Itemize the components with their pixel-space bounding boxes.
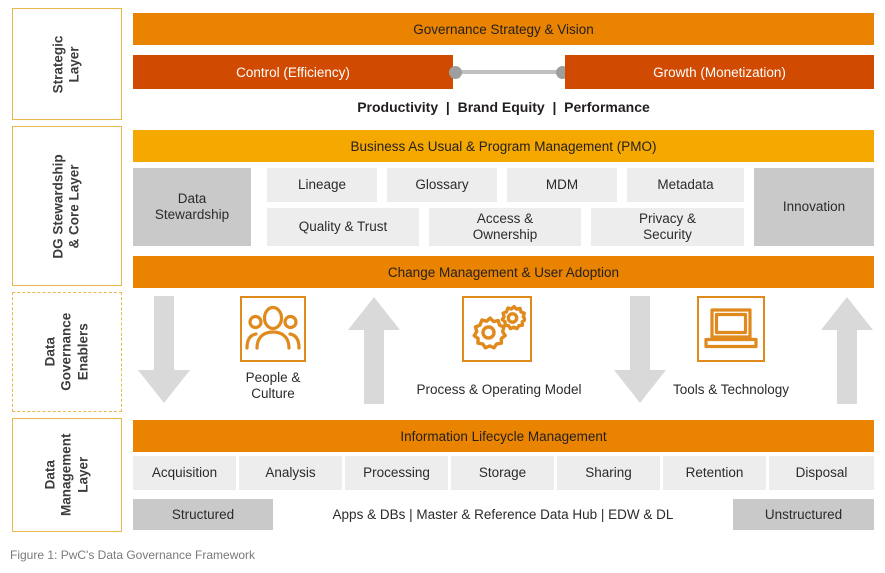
- layer-label-management: Data Management Layer: [42, 433, 91, 517]
- connector-dot-left: [449, 66, 462, 79]
- change-management-bar[interactable]: Change Management & User Adoption: [133, 256, 874, 288]
- control-growth-connector: [449, 55, 569, 89]
- stage-analysis[interactable]: Analysis: [239, 456, 342, 490]
- pmo-bar[interactable]: Business As Usual & Program Management (…: [133, 130, 874, 162]
- arrow-down-1: [137, 296, 191, 404]
- tile-quality-trust[interactable]: Quality & Trust: [267, 208, 419, 246]
- arrow-up-2: [820, 296, 874, 404]
- connector-line: [455, 70, 563, 74]
- layer-label-enablers: Data Governance Enablers: [42, 312, 91, 392]
- growth-monetization-bar[interactable]: Growth (Monetization): [565, 55, 874, 89]
- people-culture-icon: [240, 296, 306, 362]
- figure-caption: Figure 1: PwC's Data Governance Framewor…: [10, 548, 256, 562]
- tile-data-stewardship[interactable]: Data Stewardship: [133, 168, 251, 246]
- tile-innovation[interactable]: Innovation: [754, 168, 874, 246]
- arrow-up-1: [347, 296, 401, 404]
- source-platforms[interactable]: Apps & DBs | Master & Reference Data Hub…: [273, 499, 733, 530]
- source-structured[interactable]: Structured: [133, 499, 273, 530]
- layer-box-strategic: Strategic Layer: [12, 8, 122, 120]
- stage-retention[interactable]: Retention: [663, 456, 766, 490]
- tile-privacy-security[interactable]: Privacy & Security: [591, 208, 744, 246]
- process-operating-model-icon: [462, 296, 532, 362]
- arrow-down-2: [613, 296, 667, 404]
- source-unstructured[interactable]: Unstructured: [733, 499, 874, 530]
- stage-storage[interactable]: Storage: [451, 456, 554, 490]
- people-culture-caption: People & Culture: [245, 370, 301, 402]
- layer-box-enablers: Data Governance Enablers: [12, 292, 122, 412]
- layer-label-stewardship: DG Stewardship & Core Layer: [50, 153, 82, 259]
- stage-processing[interactable]: Processing: [345, 456, 448, 490]
- tile-access-ownership[interactable]: Access & Ownership: [429, 208, 581, 246]
- tile-metadata[interactable]: Metadata: [627, 168, 744, 202]
- tools-technology-icon: [697, 296, 765, 362]
- layer-box-management: Data Management Layer: [12, 418, 122, 532]
- layer-box-stewardship: DG Stewardship & Core Layer: [12, 126, 122, 286]
- layer-label-strategic: Strategic Layer: [50, 35, 82, 93]
- stage-acquisition[interactable]: Acquisition: [133, 456, 236, 490]
- control-efficiency-bar[interactable]: Control (Efficiency): [133, 55, 453, 89]
- tile-mdm[interactable]: MDM: [507, 168, 617, 202]
- stage-disposal[interactable]: Disposal: [769, 456, 874, 490]
- tile-glossary[interactable]: Glossary: [387, 168, 497, 202]
- tools-technology-caption: Tools & Technology: [672, 382, 790, 397]
- process-operating-model-caption: Process & Operating Model: [416, 382, 582, 397]
- information-lifecycle-management-bar[interactable]: Information Lifecycle Management: [133, 420, 874, 452]
- stage-sharing[interactable]: Sharing: [557, 456, 660, 490]
- governance-strategy-vision-bar[interactable]: Governance Strategy & Vision: [133, 13, 874, 45]
- value-drivers-strap: Productivity | Brand Equity | Performanc…: [357, 99, 650, 115]
- tile-lineage[interactable]: Lineage: [267, 168, 377, 202]
